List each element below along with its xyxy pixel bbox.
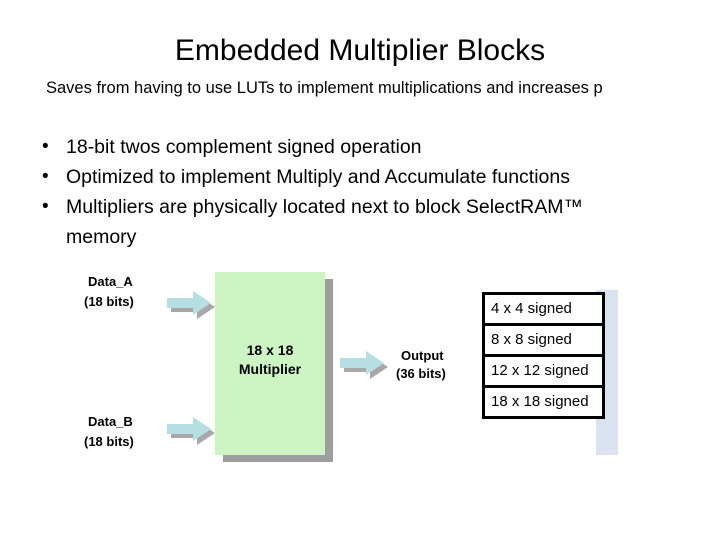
multiplier-block-label-line2: Multiplier (238, 361, 302, 377)
page-title: Embedded Multiplier Blocks (174, 34, 546, 67)
list-item-label: 18-bit twos complement signed operation (66, 136, 422, 158)
list-item: • Optimized to implement Multiply and Ac… (36, 162, 636, 192)
list-item-label: Multipliers are physically located next … (66, 196, 583, 248)
table-row: 4 x 4 signed (485, 295, 602, 326)
output-name: Output (401, 348, 444, 363)
list-item: • Multipliers are physically located nex… (36, 192, 636, 252)
bullet-marker-icon: • (42, 136, 49, 157)
multiplier-block (215, 272, 325, 455)
table-row: 8 x 8 signed (485, 326, 602, 357)
list-item: • 18-bit twos complement signed operatio… (36, 132, 636, 162)
multiplier-block-label-line1: 18 x 18 (246, 342, 294, 358)
bullet-marker-icon: • (42, 196, 49, 217)
subtitle-text: Saves from having to use LUTs to impleme… (46, 79, 603, 97)
multiplier-block-label: 18 x 18 Multiplier (215, 341, 325, 379)
right-arrow-icon (336, 346, 388, 380)
bullet-marker-icon: • (42, 166, 49, 187)
output-width: (36 bits) (396, 366, 446, 381)
input-a-name: Data_A (88, 274, 133, 289)
size-table: 4 x 4 signed 8 x 8 signed 12 x 12 signed… (482, 292, 605, 419)
table-row: 12 x 12 signed (485, 357, 602, 388)
input-a-width: (18 bits) (84, 294, 134, 309)
right-arrow-icon (163, 412, 215, 446)
input-b-name: Data_B (88, 414, 133, 429)
input-b-width: (18 bits) (84, 434, 134, 449)
right-arrow-icon (163, 286, 215, 320)
table-row: 18 x 18 signed (491, 393, 589, 410)
list-item-label: Optimized to implement Multiply and Accu… (66, 166, 570, 188)
bullet-list: • 18-bit twos complement signed operatio… (36, 132, 636, 252)
